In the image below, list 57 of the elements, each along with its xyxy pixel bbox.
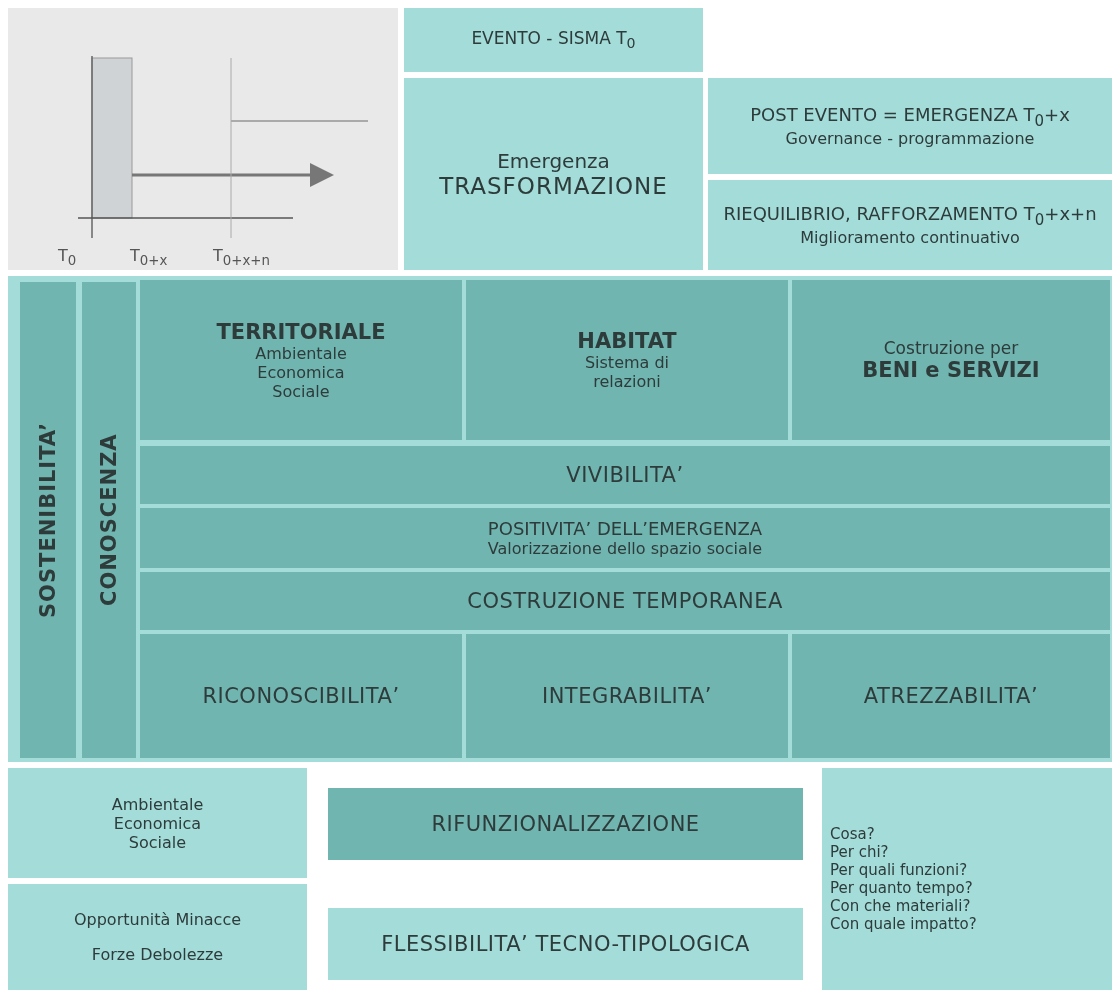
question-text: Con quale impatto? bbox=[830, 915, 977, 933]
panel-title: COSTRUZIONE TEMPORANEA bbox=[467, 589, 783, 613]
category-panel bbox=[140, 280, 462, 440]
panel-subtitle: Sistema di relazioni bbox=[583, 353, 671, 391]
panel-subtitle: Ambientale Economica Sociale bbox=[254, 343, 348, 401]
chart-panel bbox=[8, 8, 398, 270]
category-panel bbox=[140, 634, 462, 758]
category-panel bbox=[792, 280, 1110, 440]
question-text: Per chi? bbox=[830, 843, 889, 861]
category-panel bbox=[404, 8, 703, 72]
question-text: Con che materiali? bbox=[830, 897, 971, 915]
category-panel bbox=[8, 768, 307, 878]
panel-title: VIVIBILITA’ bbox=[566, 463, 684, 487]
panel-title: POST EVENTO = EMERGENZA T$_{0}$+x bbox=[750, 103, 1070, 130]
panel-subtitle: Governance - programmazione bbox=[785, 129, 1035, 149]
category-panel bbox=[708, 180, 1112, 270]
panel-subtitle: Costruzione per bbox=[883, 338, 1019, 358]
panel-title: POSITIVITA’ DELL’EMERGENZA bbox=[487, 518, 763, 539]
category-panel bbox=[792, 634, 1110, 758]
band-title: SOSTENIBILITA’ bbox=[36, 421, 60, 619]
band-title: CONOSCENZA bbox=[97, 433, 121, 607]
panel-title: RIFUNZIONALIZZAZIONE bbox=[431, 812, 700, 836]
category-panel bbox=[140, 572, 1110, 630]
axis-tick-label: T$_{0}$ bbox=[58, 246, 77, 269]
vertical-band bbox=[82, 282, 136, 758]
panel-text: Forze Debolezze bbox=[91, 945, 224, 964]
panel-text: Ambientale Economica Sociale bbox=[110, 794, 205, 852]
axis-tick-label: T$_{0+x}$ bbox=[130, 246, 168, 269]
panel-title: RIEQUILIBRIO, RAFFORZAMENTO T$_{0}$+x+n bbox=[723, 202, 1097, 229]
panel-title: INTEGRABILITA’ bbox=[541, 684, 713, 708]
panel-title: BENI e SERVIZI bbox=[862, 358, 1040, 382]
panel-subtitle: Miglioramento continuativo bbox=[800, 228, 1020, 248]
category-panel bbox=[140, 508, 1110, 568]
panel-title: RICONOSCIBILITA’ bbox=[202, 684, 400, 708]
vertical-band bbox=[20, 282, 76, 758]
panel-title: ATREZZABILITA’ bbox=[863, 684, 1039, 708]
axis-tick-label: T$_{0+x+n}$ bbox=[213, 246, 270, 269]
category-panel bbox=[328, 908, 803, 980]
panel-subtitle: Emergenza bbox=[497, 149, 610, 173]
category-panel bbox=[140, 446, 1110, 504]
question-text: Cosa? bbox=[830, 825, 875, 843]
category-panel bbox=[466, 634, 788, 758]
panel-subtitle: Valorizzazione dello spazio sociale bbox=[487, 539, 763, 558]
panel-text: Opportunità Minacce bbox=[73, 910, 242, 929]
question-text: Per quanto tempo? bbox=[830, 879, 973, 897]
category-panel bbox=[328, 788, 803, 860]
panel-title: TERRITORIALE bbox=[216, 319, 386, 344]
question-text: Per quali funzioni? bbox=[830, 861, 968, 879]
category-panel bbox=[822, 768, 1112, 990]
panel-title: FLESSIBILITA’ TECNO-TIPOLOGICA bbox=[381, 932, 750, 956]
category-panel bbox=[404, 78, 703, 270]
category-panel bbox=[8, 884, 307, 990]
panel-title: HABITAT bbox=[577, 329, 677, 353]
panel-text: EVENTO - SISMA T$_{0}$ bbox=[471, 28, 636, 52]
panel-title: TRASFORMAZIONE bbox=[439, 173, 668, 199]
category-panel bbox=[708, 78, 1112, 174]
category-panel bbox=[466, 280, 788, 440]
